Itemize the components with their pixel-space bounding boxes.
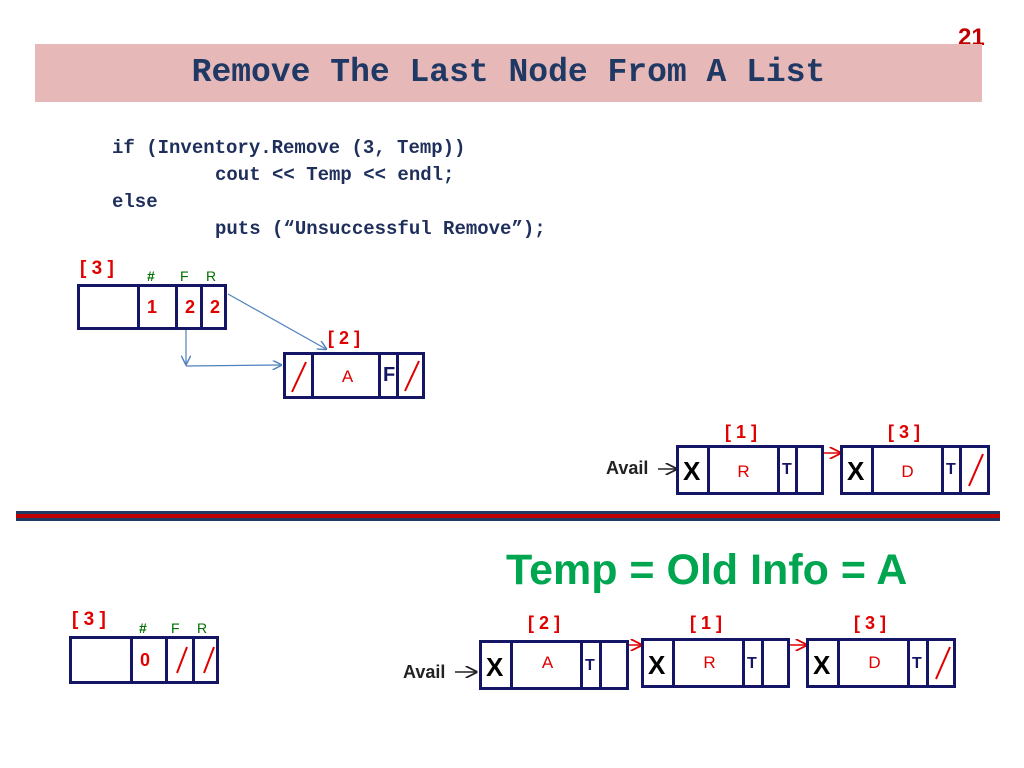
after-count-cell: 0: [130, 639, 157, 681]
before-node-r-info-cell: R: [707, 448, 777, 492]
before-node-d-link-cell: [959, 448, 987, 492]
after-node-a: X A T: [479, 640, 629, 690]
before-node-d-flag: T: [946, 461, 956, 478]
after-node-d-link-cell: [926, 641, 953, 685]
after-header-index-label: [ 3 ]: [72, 609, 106, 630]
after-node-d-info-cell: D: [837, 641, 909, 685]
before-node-a-info-cell: A: [311, 355, 381, 396]
after-node-r-info: R: [703, 653, 716, 672]
after-node-r-flag: T: [747, 655, 757, 672]
before-rear-value: 2: [209, 297, 220, 317]
slide-title: Remove The Last Node From A List: [191, 54, 826, 91]
before-node-d-info-cell: D: [871, 448, 941, 492]
before-node-a-flag: F: [383, 364, 396, 386]
after-node-a-info-cell: A: [510, 643, 582, 687]
after-node-d: X D T: [806, 638, 956, 688]
before-node-a: A F: [283, 352, 425, 399]
after-node-a-index-label: [ 2 ]: [528, 613, 561, 633]
before-rear-cell: 2: [200, 287, 227, 327]
title-bar: [35, 44, 982, 102]
before-count-value: 1: [146, 297, 157, 317]
code-line-if: if (Inventory.Remove (3, Temp)): [112, 137, 466, 159]
null-link-slash-icon: [935, 646, 951, 680]
before-node-r-mark: X: [683, 456, 701, 486]
after-node-a-link-cell: [599, 643, 626, 687]
before-node-a-info: A: [341, 367, 354, 386]
after-node-r-index-label: [ 1 ]: [690, 613, 723, 633]
after-col-count-label: #: [139, 620, 147, 636]
before-col-count-label: #: [147, 268, 155, 284]
before-node-r-flag-cell: T: [777, 448, 797, 492]
before-node-d-mark: X: [847, 456, 865, 486]
null-link-slash-icon: [176, 646, 188, 674]
before-node-d-info: D: [901, 462, 914, 481]
after-count-value: 0: [139, 650, 150, 670]
after-node-a-info: A: [541, 653, 554, 672]
null-link-slash-icon: [203, 646, 215, 674]
before-count-cell: 1: [137, 287, 164, 327]
after-node-d-flag-cell: T: [907, 641, 927, 685]
before-front-value: 2: [184, 297, 195, 317]
after-avail-label: Avail: [403, 662, 446, 682]
after-node-a-flag: T: [585, 657, 595, 674]
after-col-rear-label: R: [197, 620, 208, 636]
after-node-r-flag-cell: T: [742, 641, 762, 685]
null-link-slash-icon: [968, 453, 984, 487]
after-node-r-info-cell: R: [672, 641, 744, 685]
before-node-r-flag: T: [782, 461, 792, 478]
before-list-header: 1 2 2: [77, 284, 227, 330]
after-front-cell: [165, 639, 192, 681]
code-line-puts: puts (“Unsuccessful Remove”);: [215, 218, 546, 240]
after-node-r: X R T: [641, 638, 790, 688]
null-link-slash-icon: [291, 361, 307, 393]
before-node-r-link-cell: [795, 448, 821, 492]
after-node-d-mark: X: [813, 650, 831, 680]
after-node-r-mark: X: [648, 650, 666, 680]
before-node-d: X D T: [840, 445, 990, 495]
before-node-r-index-label: [ 1 ]: [725, 422, 758, 442]
before-node-d-index-label: [ 3 ]: [888, 422, 921, 442]
after-node-a-mark: X: [486, 652, 504, 682]
after-node-d-index-label: [ 3 ]: [854, 613, 887, 633]
after-col-front-label: F: [171, 620, 180, 636]
before-node-a-link-cell: [396, 355, 422, 396]
section-divider: [16, 511, 1000, 521]
before-node-a-index-label: [ 2 ]: [328, 328, 361, 348]
before-col-front-label: F: [180, 268, 189, 284]
code-line-cout: cout << Temp << endl;: [215, 164, 455, 186]
after-list-header: 0: [69, 636, 219, 684]
before-node-r: X R T: [676, 445, 824, 495]
after-node-d-flag: T: [912, 655, 922, 672]
before-node-d-flag-cell: T: [941, 448, 961, 492]
after-node-a-flag-cell: T: [580, 643, 600, 687]
before-front-cell: 2: [175, 287, 202, 327]
before-header-index-label: [ 3 ]: [80, 258, 114, 279]
null-link-slash-icon: [404, 360, 420, 392]
after-node-r-link-cell: [761, 641, 787, 685]
before-avail-label: Avail: [606, 458, 649, 478]
before-node-r-info: R: [737, 462, 750, 481]
after-node-d-info: D: [868, 653, 881, 672]
after-rear-cell: [192, 639, 219, 681]
result-text: Temp = Old Info = A: [506, 546, 908, 594]
code-line-else: else: [112, 191, 158, 213]
before-node-a-flag-cell: F: [378, 355, 396, 396]
before-col-rear-label: R: [206, 268, 217, 284]
